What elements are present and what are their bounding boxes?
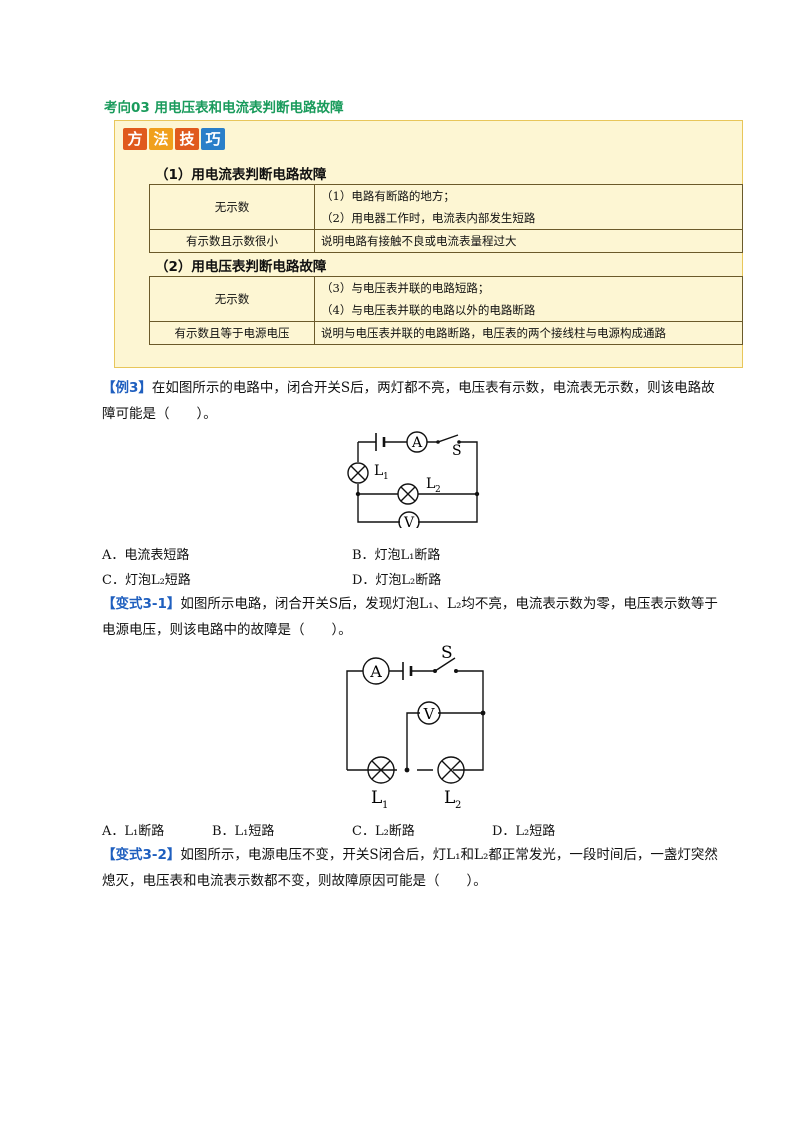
lamp2-subscript: 2 xyxy=(435,485,441,495)
voltmeter-label: V xyxy=(423,705,436,723)
explanation-line: （2）用电器工作时，电流表内部发生短路 xyxy=(321,211,536,225)
badge-char: 技 xyxy=(175,128,199,150)
lamp1-subscript: 1 xyxy=(382,800,388,811)
tips-box: 方 法 技 巧 （1）用电流表判断电路故障 无示数 （1）电路有断路的地方； （… xyxy=(114,120,743,368)
table-cell-condition: 无示数 xyxy=(149,184,315,230)
table-cell-condition: 有示数且示数很小 xyxy=(149,229,315,253)
variant3-1-option-d[interactable]: D．L₂短路 xyxy=(492,824,556,839)
table-cell-condition: 无示数 xyxy=(149,276,315,322)
ammeter-label: A xyxy=(369,662,382,681)
variant3-2-tag: 【变式3-2】 xyxy=(102,847,181,863)
example3-option-b[interactable]: B．灯泡L₁断路 xyxy=(352,548,441,563)
voltmeter-table: 无示数 （3）与电压表并联的电路短路； （4）与电压表并联的电路以外的电路断路 … xyxy=(149,276,743,345)
circuit-diagram-2: A V S L 1 L 2 xyxy=(346,643,486,811)
table-cell-explanation: 说明与电压表并联的电路断路，电压表的两个接线柱与电源构成通路 xyxy=(314,321,743,345)
table-cell-condition: 有示数且等于电源电压 xyxy=(149,321,315,345)
explanation-line: （3）与电压表并联的电路短路； xyxy=(321,281,490,295)
lamp1-label: L xyxy=(371,788,382,808)
table-row: 无示数 （3）与电压表并联的电路短路； （4）与电压表并联的电路以外的电路断路 xyxy=(149,276,743,322)
badge-char: 巧 xyxy=(201,128,225,150)
example3-option-a[interactable]: A．电流表短路 xyxy=(102,548,190,563)
badge-char: 法 xyxy=(149,128,173,150)
table-row: 有示数且等于电源电压 说明与电压表并联的电路断路，电压表的两个接线柱与电源构成通… xyxy=(149,321,743,345)
section-heading: 考向03 用电压表和电流表判断电路故障 xyxy=(104,100,344,116)
variant3-1-tag: 【变式3-1】 xyxy=(102,596,181,612)
tips-badge: 方 法 技 巧 xyxy=(123,128,225,150)
lamp2-label: L xyxy=(426,476,435,492)
ammeter-section-title: （1）用电流表判断电路故障 xyxy=(155,167,327,183)
explanation-line: 说明电路有接触不良或电流表量程过大 xyxy=(321,234,517,248)
variant3-2-text: 如图所示，电源电压不变，开关S闭合后，灯L₁和L₂都正常发光，一段时间后，一盏灯… xyxy=(102,847,718,889)
lamp2-label: L xyxy=(444,788,455,808)
table-row: 无示数 （1）电路有断路的地方； （2）用电器工作时，电流表内部发生短路 xyxy=(149,184,743,230)
voltmeter-section-title: （2）用电压表判断电路故障 xyxy=(155,259,327,275)
variant3-1-option-b[interactable]: B．L₁短路 xyxy=(212,824,275,839)
variant3-1-question: 【变式3-1】如图所示电路，闭合开关S后，发现灯泡L₁、L₂均不亮，电流表示数为… xyxy=(102,591,722,643)
lamp1-subscript: 1 xyxy=(383,472,389,482)
example3-option-c[interactable]: C．灯泡L₂短路 xyxy=(102,573,191,588)
lamp2-subscript: 2 xyxy=(455,800,461,811)
explanation-line: （4）与电压表并联的电路以外的电路断路 xyxy=(321,303,536,317)
variant3-1-text: 如图所示电路，闭合开关S后，发现灯泡L₁、L₂均不亮，电流表示数为零，电压表示数… xyxy=(102,596,718,638)
switch-label: S xyxy=(452,443,462,459)
circuit-diagram-1: A V S L 1 L 2 xyxy=(347,431,480,528)
ammeter-table: 无示数 （1）电路有断路的地方； （2）用电器工作时，电流表内部发生短路 有示数… xyxy=(149,184,743,253)
explanation-line: 说明与电压表并联的电路断路，电压表的两个接线柱与电源构成通路 xyxy=(321,326,666,340)
example3-text: 在如图所示的电路中，闭合开关S后，两灯都不亮，电压表有示数，电流表无示数，则该电… xyxy=(102,380,715,422)
explanation-line: （1）电路有断路的地方； xyxy=(321,189,455,203)
table-row: 有示数且示数很小 说明电路有接触不良或电流表量程过大 xyxy=(149,229,743,253)
example3-question: 【例3】在如图所示的电路中，闭合开关S后，两灯都不亮，电压表有示数，电流表无示数… xyxy=(102,375,722,427)
badge-char: 方 xyxy=(123,128,147,150)
variant3-1-option-a[interactable]: A．L₁断路 xyxy=(102,824,165,839)
lamp1-label: L xyxy=(374,463,383,479)
table-cell-explanation: 说明电路有接触不良或电流表量程过大 xyxy=(314,229,743,253)
variant3-1-option-c[interactable]: C．L₂断路 xyxy=(352,824,415,839)
example3-tag: 【例3】 xyxy=(102,380,152,396)
switch-label: S xyxy=(441,643,453,663)
example3-option-d[interactable]: D．灯泡L₂断路 xyxy=(352,573,442,588)
ammeter-label: A xyxy=(411,435,423,451)
table-cell-explanation: （3）与电压表并联的电路短路； （4）与电压表并联的电路以外的电路断路 xyxy=(314,276,743,322)
variant3-2-question: 【变式3-2】如图所示，电源电压不变，开关S闭合后，灯L₁和L₂都正常发光，一段… xyxy=(102,842,722,894)
table-cell-explanation: （1）电路有断路的地方； （2）用电器工作时，电流表内部发生短路 xyxy=(314,184,743,230)
voltmeter-label: V xyxy=(403,515,415,528)
